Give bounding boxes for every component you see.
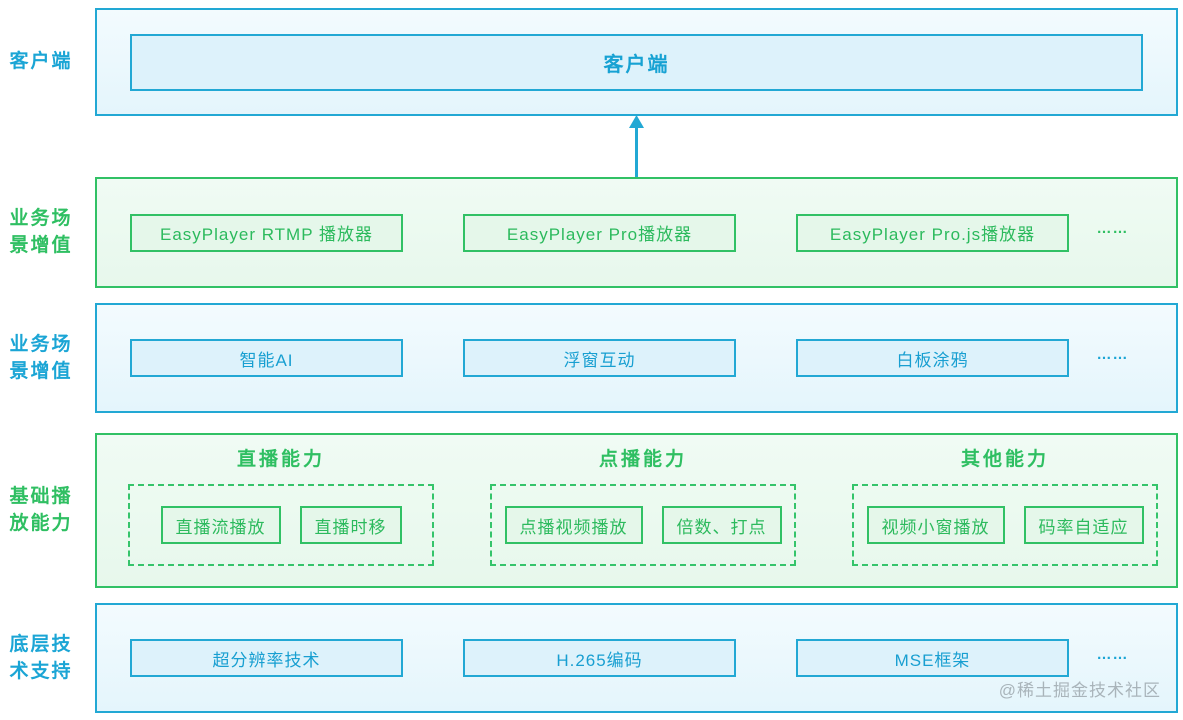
tech-box: MSE框架 xyxy=(796,639,1069,677)
value-add-box: 白板涂鸦 xyxy=(796,339,1069,377)
tech-box: 超分辨率技术 xyxy=(130,639,403,677)
arrow-up-icon xyxy=(629,115,644,178)
capability-group-live: 直播能力 直播流播放 直播时移 xyxy=(128,447,434,586)
capability-chip: 直播时移 xyxy=(299,506,402,544)
layer-basic-playback: 直播能力 直播流播放 直播时移 点播能力 点播视频播放 倍数、打点 其他能力 视… xyxy=(95,433,1178,588)
capability-group-other: 其他能力 视频小窗播放 码率自适应 xyxy=(852,447,1158,586)
value-add-box: 浮窗互动 xyxy=(463,339,736,377)
player-box: EasyPlayer Pro播放器 xyxy=(463,213,736,252)
tech-box: H.265编码 xyxy=(463,639,736,677)
group-dashed-box: 视频小窗播放 码率自适应 xyxy=(852,484,1158,566)
side-label-value-add: 业务场 景增值 xyxy=(9,334,73,382)
ellipsis-more: …… xyxy=(1096,645,1129,663)
layer-value-add: 智能AI 浮窗互动 白板涂鸦 …… xyxy=(95,303,1178,413)
side-label-client: 客户端 xyxy=(9,51,73,72)
player-box: EasyPlayer RTMP 播放器 xyxy=(130,213,403,252)
group-title: 点播能力 xyxy=(598,449,687,470)
side-label-basic-playback: 基础播 放能力 xyxy=(9,486,73,534)
capability-group-vod: 点播能力 点播视频播放 倍数、打点 xyxy=(490,447,796,586)
ellipsis-more: …… xyxy=(1096,345,1129,363)
capability-chip: 视频小窗播放 xyxy=(866,506,1005,544)
layer-tech-support: 超分辨率技术 H.265编码 MSE框架 …… xyxy=(95,603,1178,713)
layer-client: 客户端 xyxy=(95,8,1178,116)
layer-players: EasyPlayer RTMP 播放器 EasyPlayer Pro播放器 Ea… xyxy=(95,177,1178,288)
side-label-players: 业务场 景增值 xyxy=(9,208,73,256)
group-dashed-box: 点播视频播放 倍数、打点 xyxy=(490,484,796,566)
capability-chip: 倍数、打点 xyxy=(661,506,782,544)
side-label-tech-support: 底层技 术支持 xyxy=(9,634,73,682)
value-add-box: 智能AI xyxy=(130,339,403,377)
group-title: 直播能力 xyxy=(236,449,325,470)
player-box: EasyPlayer Pro.js播放器 xyxy=(796,213,1069,252)
group-dashed-box: 直播流播放 直播时移 xyxy=(128,484,434,566)
capability-chip: 点播视频播放 xyxy=(504,506,643,544)
capability-chip: 码率自适应 xyxy=(1023,506,1144,544)
capability-chip: 直播流播放 xyxy=(160,506,281,544)
group-title: 其他能力 xyxy=(960,449,1049,470)
watermark: @稀土掘金技术社区 xyxy=(998,681,1161,700)
ellipsis-more: …… xyxy=(1096,220,1129,237)
client-box: 客户端 xyxy=(130,34,1143,91)
